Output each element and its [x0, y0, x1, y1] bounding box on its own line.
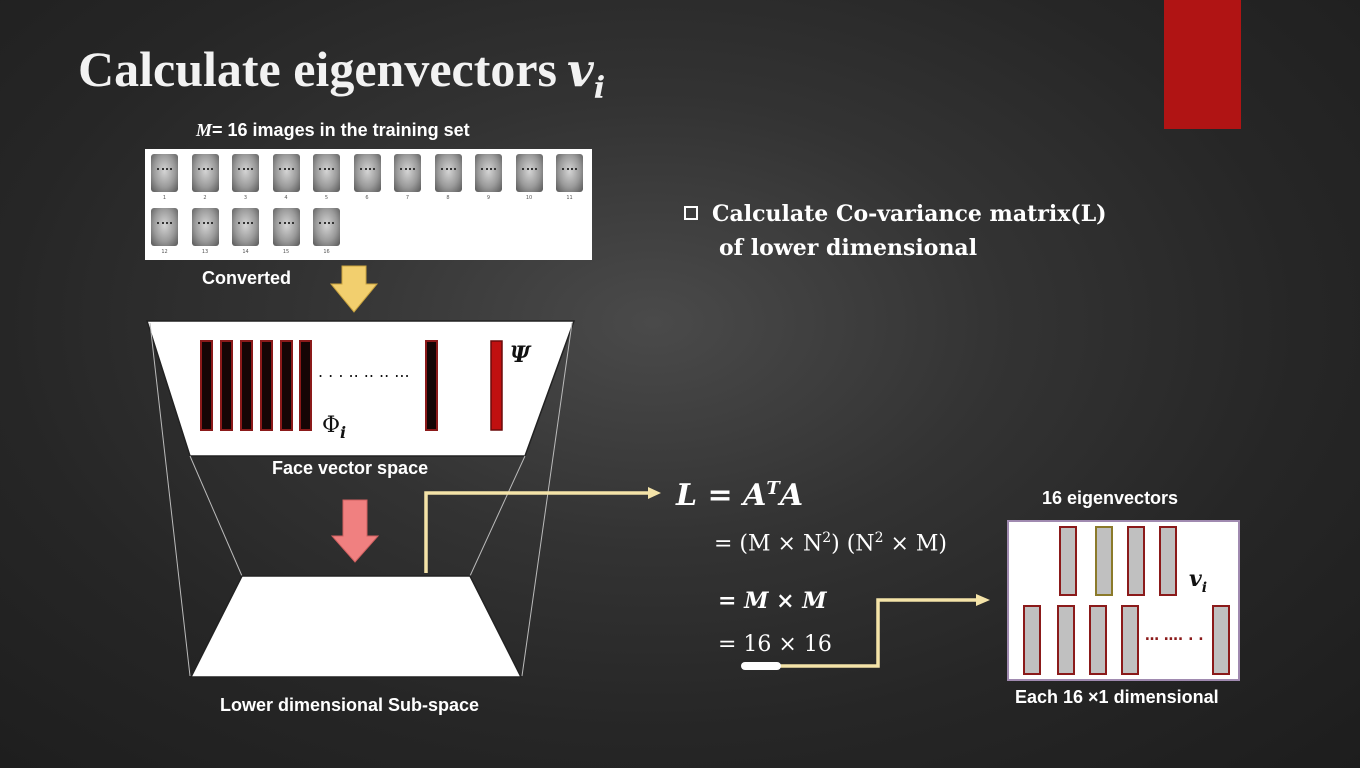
face-number-label: 12	[161, 249, 168, 255]
eigenvector-bar	[1023, 605, 1041, 675]
face-number-label: 11	[566, 195, 573, 201]
checkbox-bullet-icon	[684, 206, 698, 220]
face-number-label: 7	[405, 195, 410, 201]
face-number-label: 3	[243, 195, 248, 201]
bullet-line-2: of lower dimensional	[719, 235, 978, 261]
training-face-image	[434, 154, 462, 192]
training-face-image	[272, 208, 300, 246]
training-face-image	[394, 154, 421, 192]
converted-label: Converted	[202, 268, 292, 288]
title-text: Calculate eigenvectors	[78, 41, 558, 97]
connector-to-equation	[424, 491, 650, 573]
training-face-image	[232, 208, 259, 246]
face-number-label: 5	[324, 195, 329, 201]
training-face-image	[151, 154, 178, 192]
face-number-label: 6	[365, 195, 369, 201]
connector-arrowhead-2	[976, 594, 990, 606]
face-number-label: 2	[203, 195, 207, 201]
training-face-image	[515, 154, 543, 192]
face-number-label: 14	[242, 249, 249, 255]
reduce-arrow	[330, 499, 380, 563]
face-vector-space-label: Face vector space	[272, 458, 429, 478]
eigenvectors-panel: … …. . . vi	[1007, 520, 1240, 681]
eigen-var-label: vi	[1189, 566, 1207, 596]
connector-to-eigenvectors	[760, 598, 978, 668]
training-face-image	[191, 154, 219, 192]
face-number-label: 1	[162, 195, 167, 201]
equation-l-ata: L = ATA	[676, 478, 804, 513]
eigenvector-bar	[1212, 605, 1230, 675]
training-set-caption: M= 16 images in the training set	[196, 120, 470, 140]
eigenvector-bar	[1095, 526, 1113, 596]
training-face-image	[353, 154, 381, 192]
face-vector-bar	[260, 340, 273, 431]
guide-line-right-inner	[469, 455, 526, 577]
eigenvectors-graphic: … …. . . vi	[1023, 526, 1230, 675]
face-vector-bar	[280, 340, 293, 431]
training-face-image	[272, 154, 300, 192]
connector-arrowhead	[648, 487, 661, 499]
training-face-image	[313, 208, 340, 246]
covariance-bullet: Calculate Co-variance matrix(L) of lower…	[684, 197, 1107, 265]
eigenvector-bar	[1159, 526, 1177, 596]
eigenvector-bar	[1059, 526, 1077, 596]
eigenvector-bar	[1127, 526, 1145, 596]
face-vector-bars	[200, 340, 438, 431]
face-vector-bar	[220, 340, 233, 431]
training-face-image	[475, 154, 502, 192]
title-variable: vi	[567, 43, 606, 106]
equation-16-by-16: = 16 × 16	[718, 632, 832, 657]
sub-space-label: Lower dimensional Sub-space	[220, 695, 480, 715]
training-face-image	[313, 154, 340, 192]
underline-highlight	[741, 662, 781, 670]
face-number-label: 13	[201, 249, 209, 255]
equation-dimensions: = (M × N2) (N2 × M)	[714, 530, 948, 557]
bullet-line-1: Calculate Co-variance matrix(L)	[712, 201, 1107, 227]
equation-m-by-m: = M × M	[718, 588, 827, 614]
face-number-label: 10	[525, 195, 533, 201]
red-accent-tab	[1164, 0, 1241, 129]
training-face-image	[191, 208, 219, 246]
face-vector-bar	[299, 340, 312, 431]
face-vector-bar	[425, 340, 438, 431]
sub-space-shape	[189, 575, 523, 678]
eigen-ellipsis: … …. . .	[1145, 628, 1204, 644]
vector-ellipsis: . . . .. .. .. ...	[318, 362, 410, 381]
face-number-label: 15	[282, 249, 290, 255]
eigenvector-bar	[1089, 605, 1107, 675]
eigenvector-bar	[1057, 605, 1075, 675]
phi-label: Φi	[322, 413, 346, 442]
face-vector-bar	[200, 340, 213, 431]
mean-face-vector-bar	[490, 340, 503, 431]
face-vector-bar	[240, 340, 253, 431]
converted-arrow	[329, 265, 379, 313]
face-number-label: 4	[284, 195, 288, 201]
training-face-image	[556, 154, 583, 192]
guide-line-right-outer	[521, 322, 573, 677]
guide-line-left-outer	[149, 322, 191, 677]
training-face-image	[151, 208, 178, 246]
face-number-label: 16	[323, 249, 330, 255]
face-number-label: 8	[446, 195, 450, 201]
eigenvector-bar	[1121, 605, 1139, 675]
eigenvectors-title: 16 eigenvectors	[1042, 488, 1179, 508]
face-number-label: 9	[486, 195, 491, 201]
guide-line-left-inner	[189, 455, 243, 577]
psi-label: Ψ	[510, 342, 532, 368]
eigen-dimension-label: Each 16 ×1 dimensional	[1015, 687, 1219, 707]
training-face-image	[232, 154, 259, 192]
